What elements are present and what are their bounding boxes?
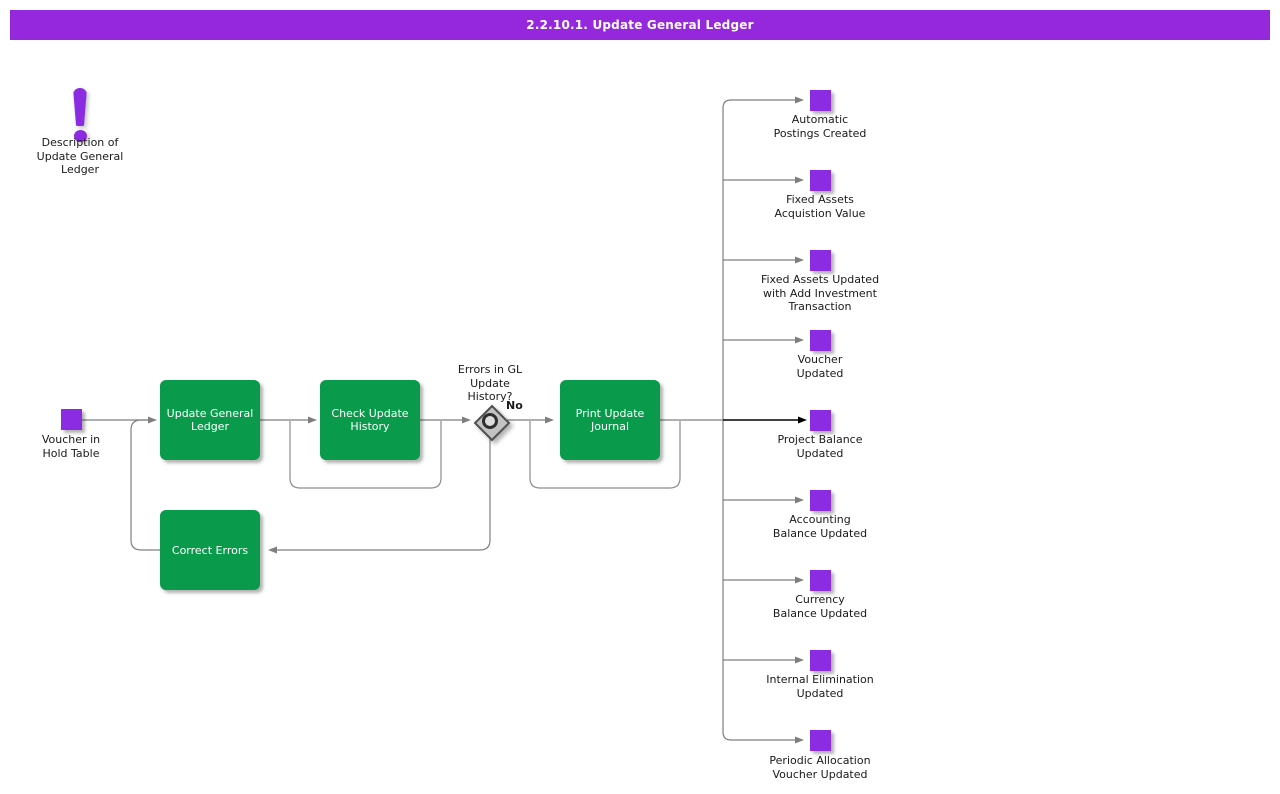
event-internal-elimination-updated[interactable] (810, 650, 831, 671)
edge-correct-errors-loop (130, 419, 160, 551)
annotation-label: Description of Update General Ledger (36, 136, 124, 176)
exclamation-dot (74, 130, 87, 142)
event-label: Currency Balance Updated (772, 593, 868, 620)
event-label: Periodic Allocation Voucher Updated (769, 754, 871, 781)
start-event-voucher-in-hold-table[interactable] (61, 409, 82, 430)
event-label: Fixed Assets Updated with Add Investment… (760, 273, 880, 313)
decision-no-label: No (506, 399, 523, 412)
decision-question-label: Errors in GL Update History? (457, 363, 523, 403)
event-label: Fixed Assets Acquistion Value (774, 193, 866, 220)
event-voucher-updated[interactable] (810, 330, 831, 351)
event-project-balance-updated[interactable] (810, 410, 831, 431)
process-print-update-journal[interactable]: Print Update Journal (560, 380, 660, 460)
exclamation-bar (73, 88, 87, 126)
event-label: Project Balance Updated (777, 433, 863, 460)
event-currency-balance-updated[interactable] (810, 570, 831, 591)
event-label: Voucher Updated (796, 353, 844, 380)
branch-trunk (722, 99, 732, 741)
event-label: Internal Elimination Updated (766, 673, 874, 700)
event-periodic-allocation-voucher-updated[interactable] (810, 730, 831, 751)
diagram-title-bar: 2.2.10.1. Update General Ledger (10, 10, 1270, 40)
event-automatic-postings-created[interactable] (810, 90, 831, 111)
exclamation-icon[interactable] (62, 86, 98, 148)
start-event-label: Voucher in Hold Table (41, 433, 101, 460)
decision-diamond[interactable] (473, 404, 511, 442)
event-fixed-assets-acquistion-value[interactable] (810, 170, 831, 191)
event-label: Automatic Postings Created (773, 113, 867, 140)
process-update-general-ledger[interactable]: Update General Ledger (160, 380, 260, 460)
event-fixed-assets-updated[interactable] (810, 250, 831, 271)
process-correct-errors[interactable]: Correct Errors (160, 510, 260, 590)
page-title: 2.2.10.1. Update General Ledger (526, 18, 754, 32)
event-accounting-balance-updated[interactable] (810, 490, 831, 511)
process-check-update-history[interactable]: Check Update History (320, 380, 420, 460)
decision-circle-icon (482, 413, 498, 429)
event-label: Accounting Balance Updated (772, 513, 868, 540)
